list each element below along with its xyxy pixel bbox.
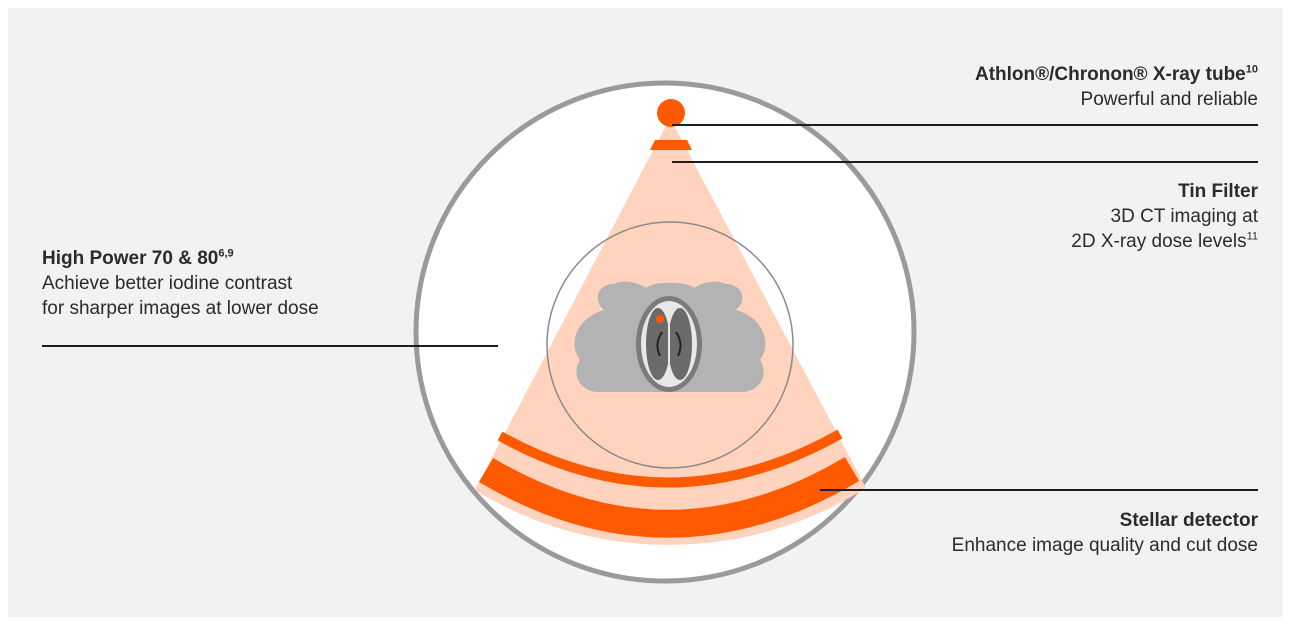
tin-filter-line2-sup: 11 bbox=[1246, 230, 1258, 243]
high-power-title: High Power 70 & 80 bbox=[42, 248, 219, 269]
high-power-label: High Power 70 & 806,9 Achieve better iod… bbox=[42, 246, 462, 321]
tin-filter-title: Tin Filter bbox=[1178, 181, 1258, 202]
high-power-line2: for sharper images at lower dose bbox=[42, 298, 319, 319]
tube-title: Athlon®/Chronon® X-ray tube bbox=[974, 64, 1246, 85]
tube-subtitle: Powerful and reliable bbox=[1080, 89, 1258, 110]
detector-outer-arc bbox=[478, 456, 860, 538]
detector-inner-arc bbox=[497, 429, 843, 488]
orange-lesion-dot-icon bbox=[656, 315, 664, 323]
tube-label: Athlon®/Chronon® X-ray tube10 Powerful a… bbox=[838, 62, 1258, 112]
detector-title: Stellar detector bbox=[1119, 510, 1258, 531]
ventricle-right bbox=[675, 331, 682, 357]
head-crosssection-icon bbox=[574, 281, 766, 392]
tube-leader-line bbox=[672, 124, 1258, 126]
tin-filter-line2: 2D X-ray dose levels bbox=[1071, 231, 1247, 252]
detector-leader-line bbox=[820, 489, 1258, 491]
field-of-view-circle bbox=[546, 221, 794, 469]
tin-filter-label: Tin Filter 3D CT imaging at 2D X-ray dos… bbox=[838, 179, 1258, 254]
detector-subtitle: Enhance image quality and cut dose bbox=[951, 535, 1258, 556]
high-power-leader-line bbox=[42, 345, 498, 347]
high-power-line1: Achieve better iodine contrast bbox=[42, 273, 293, 294]
tin-filter-bar-icon bbox=[650, 140, 692, 150]
high-power-title-sup: 6,9 bbox=[218, 247, 234, 260]
ventricle-left bbox=[656, 331, 663, 357]
detector-label: Stellar detector Enhance image quality a… bbox=[818, 508, 1258, 558]
xray-source-dot-icon bbox=[657, 99, 685, 127]
tin-filter-line1: 3D CT imaging at bbox=[1110, 206, 1259, 227]
tin-filter-leader-line bbox=[672, 161, 1258, 163]
tube-title-sup: 10 bbox=[1245, 63, 1258, 76]
